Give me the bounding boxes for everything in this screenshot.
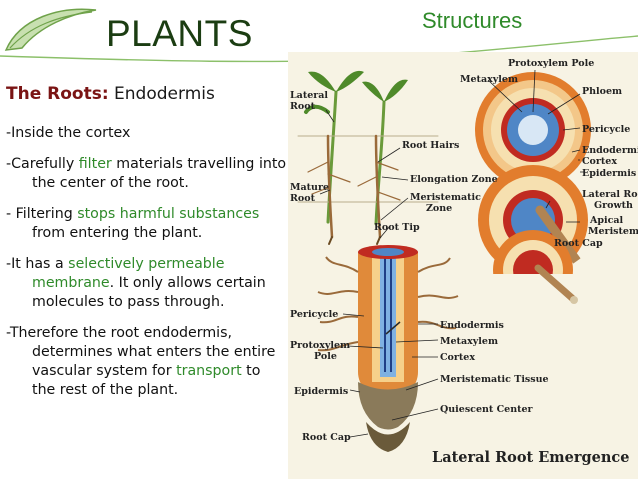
page-title: PLANTS xyxy=(106,13,253,54)
label-root-tip: Root Tip xyxy=(374,222,420,233)
subheading-lead: The Roots: xyxy=(6,84,109,104)
label-root-cap-top: Root Cap xyxy=(554,238,603,249)
section-label: Structures xyxy=(422,8,523,33)
bullet-text: materials travelling into the center of … xyxy=(32,156,287,191)
root-cross-section xyxy=(475,72,591,312)
label-epidermis: Epidermis xyxy=(294,386,348,397)
label-metaxylem-top: Metaxylem xyxy=(460,74,518,85)
label-line: Zone xyxy=(426,203,452,214)
bullet-text: from entering the plant. xyxy=(32,225,203,241)
label-phloem: Phloem xyxy=(582,86,622,97)
bullet-text: to the rest of the plant. xyxy=(32,363,261,398)
bullet-item: - Filtering stops harmful substances fro… xyxy=(6,205,288,243)
label-protoxylem-pole-top: Protoxylem Pole xyxy=(508,58,594,69)
label-line: Growth xyxy=(594,200,633,211)
label-line: Protoxylem xyxy=(290,340,350,351)
bullet-item: -It has a selectively permeable membrane… xyxy=(6,255,288,312)
label-pericycle: Pericycle xyxy=(290,309,338,320)
label-pericycle-top: Pericycle xyxy=(582,124,630,135)
label-line: Root xyxy=(290,101,316,112)
label-endodermis-top: Endodermis xyxy=(582,145,638,156)
bullet-text: -Inside the cortex xyxy=(6,125,131,141)
bullet-text: . It only allows certain molecules to pa… xyxy=(32,275,266,310)
label-line: Lateral Root xyxy=(582,189,638,200)
bullet-text: -It has a xyxy=(6,256,69,272)
bullet-text: -Carefully xyxy=(6,156,79,172)
label-line: Lateral xyxy=(290,90,328,101)
bullet-list: -Inside the cortex -Carefully filter mat… xyxy=(6,124,288,412)
highlight-term: stops harmful substances xyxy=(77,206,260,222)
label-quiescent-center: Quiescent Center xyxy=(440,404,534,415)
label-epidermis-top: Epidermis xyxy=(582,168,636,179)
leaf-swoosh-icon xyxy=(4,8,97,51)
label-lateral-root-growth: Lateral RootGrowth xyxy=(582,189,638,211)
bullet-text: -Therefore the root endodermis, determin… xyxy=(6,325,276,379)
leader-lines xyxy=(319,69,584,438)
label-meristematic-tissue: Meristematic Tissue xyxy=(440,374,549,385)
bullet-item: -Therefore the root endodermis, determin… xyxy=(6,324,288,400)
highlight-term: filter xyxy=(78,156,112,172)
label-line: Meristem xyxy=(588,226,638,237)
bullet-item: -Inside the cortex xyxy=(6,124,288,143)
label-line: Mature xyxy=(290,182,329,193)
label-root-hairs: Root Hairs xyxy=(402,140,459,151)
label-endodermis: Endodermis xyxy=(440,320,504,331)
label-line: Meristematic xyxy=(410,192,481,203)
label-line: Apical xyxy=(589,215,624,226)
bullet-item: -Carefully filter materials travelling i… xyxy=(6,155,288,193)
label-elongation-zone: Elongation Zone xyxy=(410,174,498,185)
subheading-topic: Endodermis xyxy=(108,84,215,104)
label-metaxylem: Metaxylem xyxy=(440,336,498,347)
label-line: Pole xyxy=(314,351,337,362)
figure-caption: Lateral Root Emergence xyxy=(432,449,629,466)
highlight-term: transport xyxy=(176,363,242,379)
highlight-term: selectively permeable membrane xyxy=(32,256,225,291)
seedling-illustration xyxy=(297,70,439,245)
label-cortex: Cortex xyxy=(440,352,475,363)
label-root-cap: Root Cap xyxy=(302,432,351,443)
label-cortex-top: Cortex xyxy=(582,156,617,167)
label-line: Root xyxy=(290,193,316,204)
bullet-text: - Filtering xyxy=(6,206,78,222)
subheading: The Roots: Endodermis xyxy=(6,84,215,104)
